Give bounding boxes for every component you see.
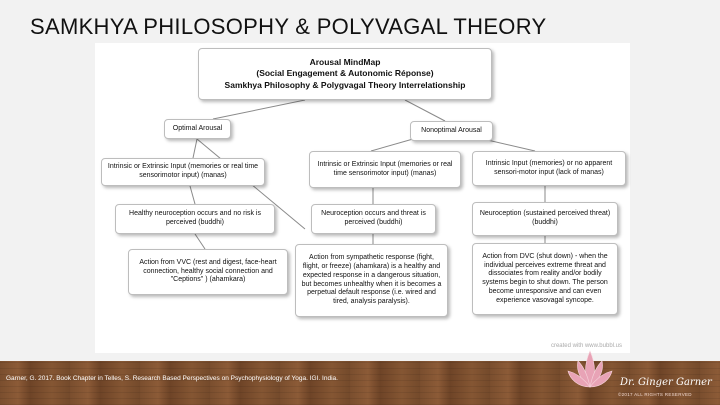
- root-subtitle: (Social Engagement & Autonomic Réponse): [256, 68, 434, 79]
- nonoptimal-neuroception-left-node: Neuroception occurs and threat is percei…: [311, 204, 436, 234]
- connector-root-optimal: [212, 99, 306, 120]
- nonoptimal-action-right-node: Action from DVC (shut down) - when the i…: [472, 243, 618, 315]
- nonoptimal-input-left-node: Intrinsic or Extrinsic Input (memories o…: [309, 151, 461, 188]
- nonoptimal-input-right-text: Intrinsic Input (memories) or no apparen…: [485, 159, 613, 176]
- root-title: Arousal MindMap: [309, 57, 381, 68]
- optimal-input-node: Intrinsic or Extrinsic Input (memories o…: [101, 158, 265, 186]
- connector-root-nonoptimal: [404, 99, 446, 122]
- connector-nonoptimal-input-left: [370, 138, 414, 152]
- optimal-action-node: Action from VVC (rest and digest, face-h…: [128, 249, 288, 295]
- connector-input-neuro-optimal: [189, 185, 196, 205]
- nonoptimal-neuroception-right-text: Neuroception (sustained perceived threat…: [479, 210, 611, 226]
- signature-text: Dr. Ginger Garner: [620, 377, 712, 388]
- optimal-input-text: Intrinsic or Extrinsic Input (memories o…: [107, 163, 259, 179]
- slide-title: SAMKHYA PHILOSOPHY & POLYVAGAL THEORY: [30, 14, 547, 39]
- optimal-neuroception-text: Healthy neuroception occurs and no risk …: [129, 210, 261, 226]
- optimal-action-text: Action from VVC (rest and digest, face-h…: [139, 258, 277, 284]
- nonoptimal-arousal-node: Nonoptimal Arousal: [410, 121, 493, 141]
- nonoptimal-action-right-text: Action from DVC (shut down) - when the i…: [482, 252, 608, 304]
- root-node: Arousal MindMap (Social Engagement & Aut…: [198, 48, 492, 100]
- nonoptimal-neuroception-right-node: Neuroception (sustained perceived threat…: [472, 202, 618, 236]
- root-subtitle-2: Samkhya Philosophy & Polygvagal Theory I…: [224, 79, 466, 90]
- connector-neuro-action-optimal: [194, 233, 206, 250]
- nonoptimal-action-left-node: Action from sympathetic response (fight,…: [295, 244, 448, 317]
- footer-bar: Garner, G. 2017. Book Chapter in Telles,…: [0, 350, 720, 405]
- nonoptimal-input-right-node: Intrinsic Input (memories) or no apparen…: [472, 151, 626, 186]
- rights-text: ©2017 ALL RIGHTS RESERVED: [618, 392, 692, 397]
- optimal-arousal-node: Optimal Arousal: [164, 119, 231, 139]
- optimal-neuroception-node: Healthy neuroception occurs and no risk …: [115, 204, 275, 234]
- citation-text: Garner, G. 2017. Book Chapter in Telles,…: [6, 375, 338, 382]
- nonoptimal-input-left-text: Intrinsic or Extrinsic Input (memories o…: [317, 160, 453, 177]
- lotus-icon: [567, 350, 613, 388]
- nonoptimal-action-left-text: Action from sympathetic response (fight,…: [301, 254, 442, 305]
- bubbl-credit: created with www.bubbl.us: [550, 343, 622, 349]
- nonoptimal-arousal-label: Nonoptimal Arousal: [421, 126, 482, 134]
- connector-nonoptimal-input-right: [482, 138, 536, 152]
- nonoptimal-neuroception-left-text: Neuroception occurs and threat is percei…: [321, 210, 426, 226]
- connector-optimal-input: [192, 138, 198, 159]
- optimal-arousal-label: Optimal Arousal: [172, 124, 223, 132]
- mindmap-connectors: [189, 99, 546, 250]
- mindmap: Arousal MindMap (Social Engagement & Aut…: [95, 43, 630, 353]
